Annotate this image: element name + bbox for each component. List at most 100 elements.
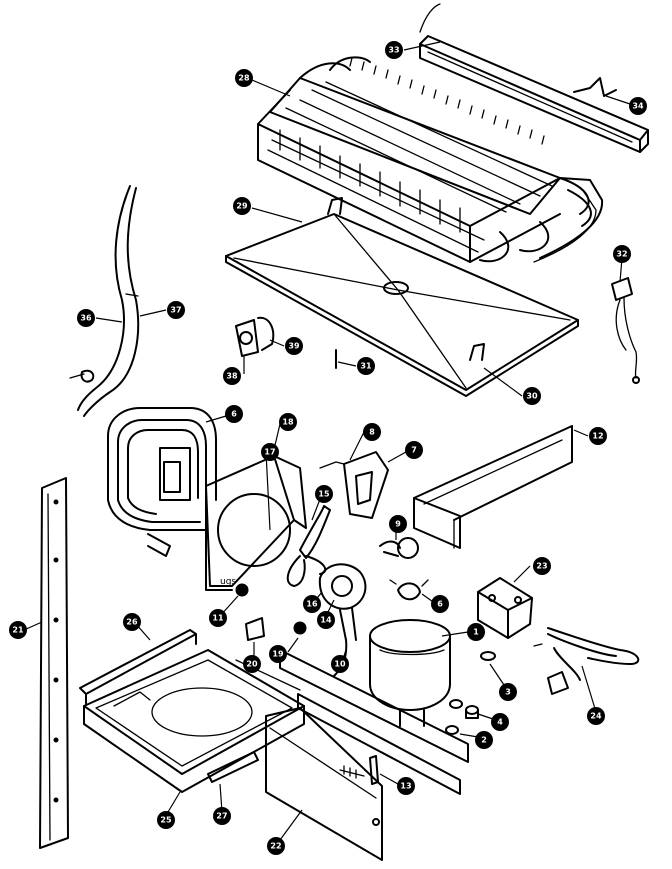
svg-text:36: 36	[80, 314, 92, 323]
svg-text:7: 7	[411, 446, 417, 455]
svg-text:39: 39	[288, 342, 300, 351]
power-cord	[533, 627, 640, 695]
callout-23: 23	[533, 557, 551, 575]
tray-bracket-27	[207, 751, 259, 783]
callout-36: 36	[77, 309, 95, 327]
callout-32: 32	[613, 245, 631, 263]
clip-13	[369, 755, 379, 785]
svg-text:31: 31	[360, 362, 372, 371]
leader-lines	[23, 41, 631, 841]
svg-text:9: 9	[395, 520, 401, 529]
comb-13	[339, 765, 365, 779]
callout-20: 20	[243, 655, 261, 673]
condenser-coil	[107, 407, 217, 557]
tray-bracket-26	[79, 629, 197, 705]
svg-text:21: 21	[12, 626, 24, 635]
callout-4: 4	[491, 713, 509, 731]
svg-text:14: 14	[320, 616, 332, 625]
callout-16: 16	[303, 595, 321, 613]
svg-text:4: 4	[497, 718, 503, 727]
callout-11: 11	[209, 609, 227, 627]
callout-26: 26	[123, 613, 141, 631]
svg-text:8: 8	[369, 428, 375, 437]
svg-text:18: 18	[282, 418, 294, 427]
callout-14: 14	[317, 611, 335, 629]
callout-28: 28	[235, 69, 253, 87]
callout-7: 7	[405, 441, 423, 459]
svg-text:17: 17	[264, 448, 275, 457]
svg-text:13: 13	[400, 782, 411, 791]
svg-text:33: 33	[388, 46, 399, 55]
heater-wires	[69, 185, 140, 417]
callout-30: 30	[523, 387, 541, 405]
svg-text:19: 19	[272, 650, 284, 659]
callout-27: 27	[213, 807, 231, 825]
callout-8: 8	[363, 423, 381, 441]
fan-shroud-text: ugs	[220, 577, 236, 587]
svg-text:24: 24	[590, 712, 602, 721]
fan-shroud: ugs	[205, 455, 307, 591]
compressor	[369, 619, 451, 727]
svg-text:37: 37	[170, 306, 181, 315]
side-panel	[39, 477, 69, 849]
drain-pan	[225, 197, 579, 397]
callout-10: 10	[331, 655, 349, 673]
grommet-19	[293, 621, 307, 635]
callout-17: 17	[261, 443, 279, 461]
callout-3: 3	[499, 683, 517, 701]
callout-33: 33	[385, 41, 403, 59]
evaporator-coil	[257, 56, 604, 263]
callout-19: 19	[269, 645, 287, 663]
svg-text:34: 34	[632, 102, 644, 111]
callout-13: 13	[397, 777, 415, 795]
compressor-rail-bracket	[413, 425, 573, 549]
callout-22: 22	[267, 837, 285, 855]
callout-31: 31	[357, 357, 375, 375]
callout-2: 2	[475, 731, 493, 749]
callout-29: 29	[233, 197, 251, 215]
defrost-thermostat	[235, 316, 275, 357]
callout-9: 9	[389, 515, 407, 533]
callout-12: 12	[589, 427, 607, 445]
svg-text:2: 2	[481, 736, 487, 745]
wire-harness-32	[611, 277, 640, 384]
svg-text:22: 22	[270, 842, 281, 851]
wire-34	[573, 77, 617, 97]
callout-24: 24	[587, 707, 605, 725]
svg-text:10: 10	[334, 660, 346, 669]
svg-text:20: 20	[246, 660, 258, 669]
callout-37: 37	[167, 301, 185, 319]
svg-text:26: 26	[126, 618, 138, 627]
svg-text:6: 6	[437, 600, 443, 609]
svg-text:11: 11	[212, 614, 224, 623]
callout-34: 34	[629, 97, 647, 115]
grommets	[445, 651, 496, 735]
svg-text:25: 25	[160, 816, 172, 825]
svg-text:16: 16	[306, 600, 318, 609]
grommet-11	[235, 583, 249, 597]
callout-38: 38	[223, 367, 241, 385]
svg-text:28: 28	[238, 74, 250, 83]
svg-text:3: 3	[505, 688, 511, 697]
callout-1: 1	[467, 623, 485, 641]
callout-18: 18	[279, 413, 297, 431]
callout-25: 25	[157, 811, 175, 829]
capacitor	[379, 537, 419, 559]
callout-39: 39	[285, 337, 303, 355]
drain-tray	[83, 649, 305, 793]
condenser-bracket	[419, 3, 649, 153]
svg-text:6: 6	[231, 410, 237, 419]
svg-text:12: 12	[592, 432, 603, 441]
svg-text:27: 27	[216, 812, 227, 821]
clip-20	[245, 617, 265, 641]
callout-15: 15	[315, 485, 333, 503]
callout-6a: 6	[225, 405, 243, 423]
relay-bracket	[319, 451, 389, 519]
relay-box	[477, 577, 533, 639]
svg-text:38: 38	[226, 372, 238, 381]
svg-text:23: 23	[536, 562, 547, 571]
svg-text:15: 15	[318, 490, 330, 499]
overload-protector	[389, 579, 429, 601]
svg-text:32: 32	[616, 250, 627, 259]
